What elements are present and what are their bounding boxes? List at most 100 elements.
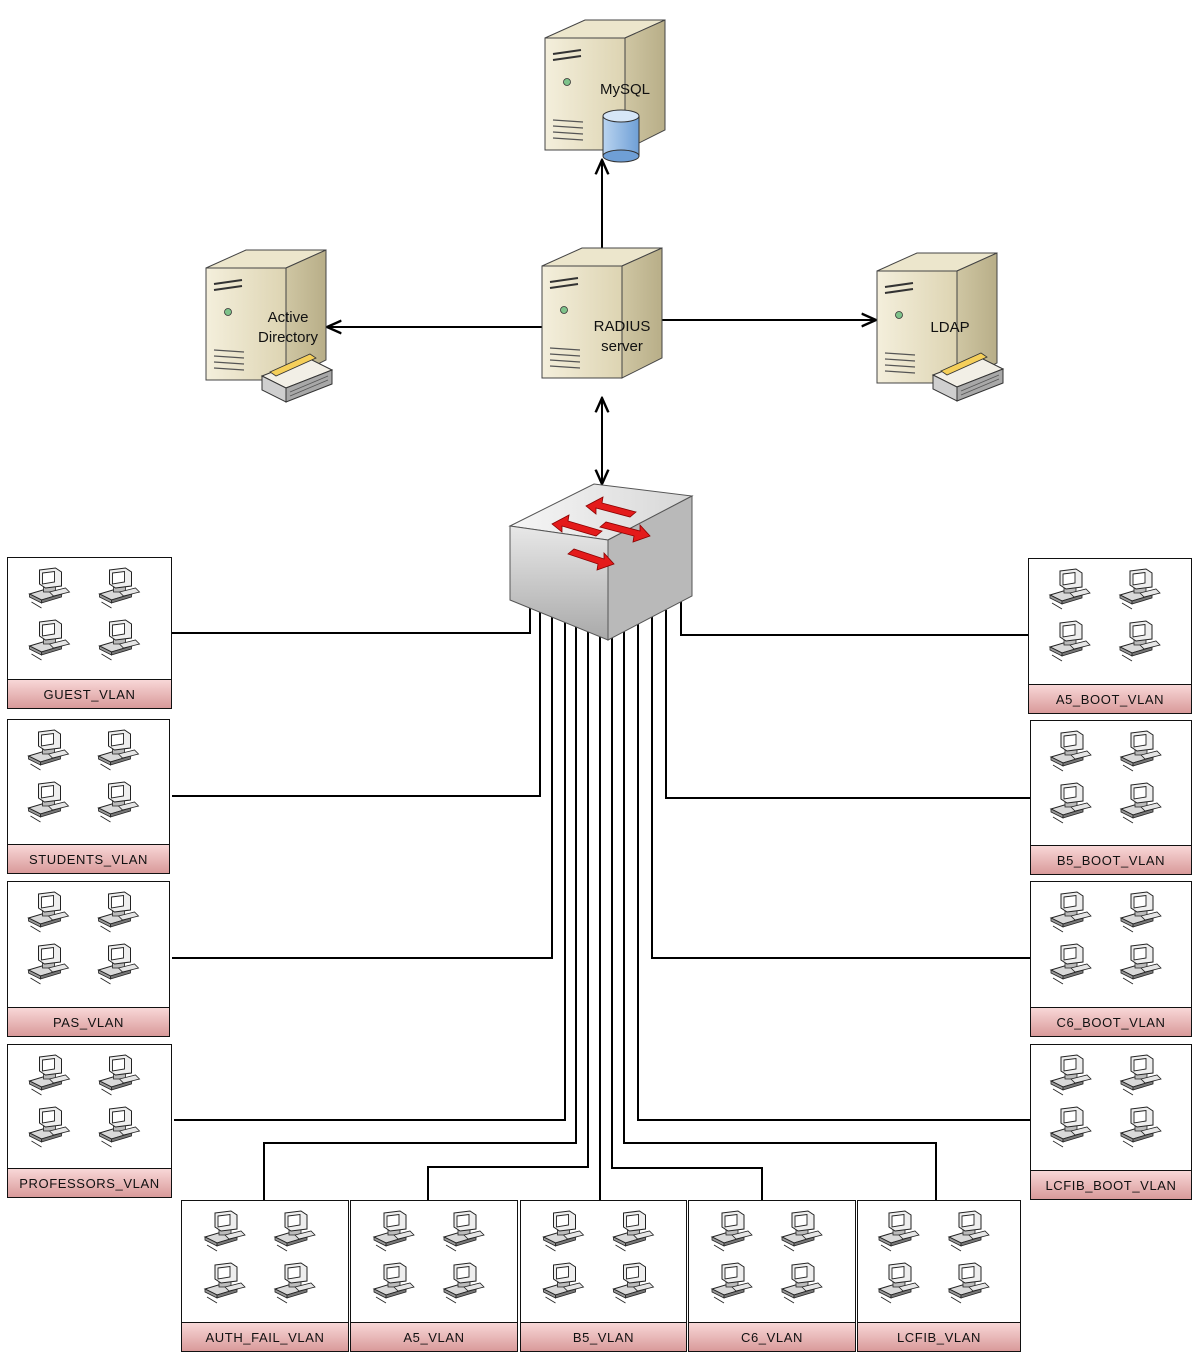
radius-label-line2: server [601, 338, 643, 355]
computer-icon [28, 891, 69, 933]
active-directory-label: Active Directory [248, 308, 328, 348]
vlan-box: GUEST_VLAN [7, 557, 172, 709]
computer-icon [443, 1262, 485, 1304]
computer-icon [29, 1054, 70, 1096]
computer-icon [98, 891, 139, 933]
radius-server-label: RADIUS server [582, 317, 662, 357]
vlan-label: B5_BOOT_VLAN [1031, 845, 1191, 874]
computer-icon [373, 1262, 415, 1304]
vlan-label: C6_BOOT_VLAN [1031, 1007, 1191, 1036]
computer-icon [1120, 943, 1162, 985]
computers-group [878, 1210, 990, 1304]
vlan-label: GUEST_VLAN [8, 679, 171, 708]
computer-icon [1049, 620, 1091, 662]
computer-icon [274, 1210, 316, 1252]
computer-icon [98, 729, 139, 771]
computer-icon [204, 1262, 246, 1304]
computer-icon [28, 943, 69, 985]
computer-icon [1120, 1054, 1162, 1096]
computer-icon [373, 1210, 415, 1252]
computer-icon [1050, 1054, 1092, 1096]
computer-icon [613, 1210, 654, 1252]
computer-icon [1119, 568, 1161, 610]
vlan-label: LCFIB_BOOT_VLAN [1031, 1170, 1191, 1199]
computers-group [29, 567, 140, 661]
computer-icon [1050, 891, 1092, 933]
vlan-box: LCFIB_VLAN [857, 1200, 1021, 1352]
computer-icon [613, 1262, 654, 1304]
vlan-box: C6_BOOT_VLAN [1030, 881, 1192, 1037]
computer-icon [29, 567, 70, 609]
computer-icon [99, 619, 140, 661]
computer-icon [1050, 782, 1092, 824]
computers-group [373, 1210, 485, 1304]
computer-icon [878, 1262, 920, 1304]
computer-icon [99, 567, 140, 609]
vlan-box: LCFIB_BOOT_VLAN [1030, 1044, 1192, 1200]
computers-group [204, 1210, 316, 1304]
computers-group [28, 891, 139, 985]
vlan-label: PAS_VLAN [8, 1007, 169, 1036]
vlan-box: PROFESSORS_VLAN [7, 1044, 172, 1198]
computer-icon [1120, 1106, 1162, 1148]
vlan-label: B5_VLAN [521, 1322, 686, 1351]
vlan-box: A5_VLAN [350, 1200, 518, 1352]
computer-icon [543, 1210, 584, 1252]
computer-icon [948, 1262, 990, 1304]
computer-icon [1050, 730, 1092, 772]
computer-icon [99, 1054, 140, 1096]
server-links [327, 160, 876, 484]
computer-icon [948, 1210, 990, 1252]
computers-group [1050, 730, 1162, 824]
computers-group [1049, 568, 1161, 662]
vlan-box: B5_BOOT_VLAN [1030, 720, 1192, 875]
computers-group [28, 729, 139, 823]
computer-icon [29, 1106, 70, 1148]
vlan-label: PROFESSORS_VLAN [8, 1168, 171, 1197]
vlan-box: PAS_VLAN [7, 881, 170, 1037]
computer-icon [204, 1210, 246, 1252]
vlan-label: STUDENTS_VLAN [8, 844, 169, 873]
computer-icon [1120, 782, 1162, 824]
mysql-server-icon [544, 19, 666, 163]
computer-icon [1119, 620, 1161, 662]
mysql-label: MySQL [599, 81, 650, 98]
radius-label-line1: RADIUS [593, 318, 651, 335]
switch-arrows [551, 496, 651, 571]
vlan-label: A5_BOOT_VLAN [1029, 684, 1191, 713]
vlan-box: B5_VLAN [520, 1200, 687, 1352]
computer-icon [543, 1262, 584, 1304]
computer-icon [711, 1262, 753, 1304]
computer-icon [99, 1106, 140, 1148]
vlan-label: AUTH_FAIL_VLAN [182, 1322, 348, 1351]
ad-label-line1: Active [267, 309, 309, 326]
vlan-box: C6_VLAN [688, 1200, 856, 1352]
vlan-links [172, 600, 1030, 1200]
computer-icon [1120, 730, 1162, 772]
computers-group [1050, 1054, 1162, 1148]
ad-label-line2: Directory [257, 329, 318, 346]
computer-icon [1050, 943, 1092, 985]
computer-icon [781, 1262, 823, 1304]
computer-icon [1049, 568, 1091, 610]
network-switch-icon [508, 483, 694, 641]
computers-group [1050, 891, 1162, 985]
computer-icon [28, 729, 69, 771]
computer-icon [443, 1210, 485, 1252]
computer-icon [878, 1210, 920, 1252]
vlan-box: A5_BOOT_VLAN [1028, 558, 1192, 714]
vlan-label: LCFIB_VLAN [858, 1322, 1020, 1351]
computers-group [711, 1210, 823, 1304]
database-icon [602, 109, 640, 163]
computers-group [29, 1054, 140, 1148]
computer-icon [781, 1210, 823, 1252]
ldap-label: LDAP [930, 319, 970, 336]
computers-group [543, 1210, 654, 1304]
computer-icon [98, 781, 139, 823]
vlan-box: STUDENTS_VLAN [7, 719, 170, 874]
computer-icon [1050, 1106, 1092, 1148]
vlan-label: A5_VLAN [351, 1322, 517, 1351]
computer-icon [1120, 891, 1162, 933]
vlan-label: C6_VLAN [689, 1322, 855, 1351]
